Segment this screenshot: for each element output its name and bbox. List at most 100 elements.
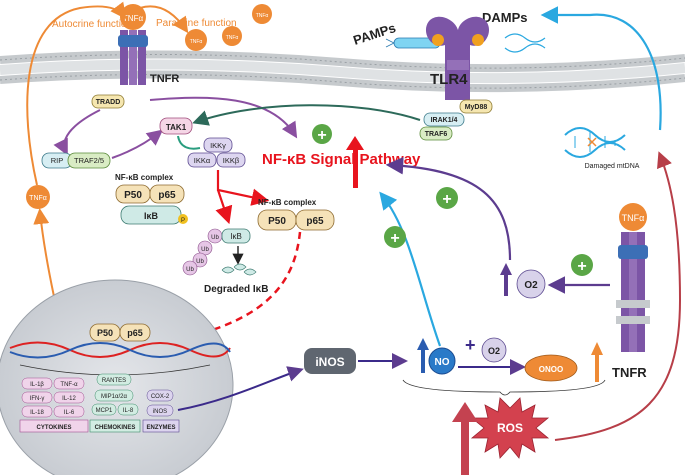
tlr4-label: TLR4 [430,71,468,88]
degraded-fragments [221,263,257,276]
autocrine-arrow [26,1,127,186]
o2-circle [516,269,546,299]
tak1-label: TAK1 [166,123,187,132]
tnfa-dot-1: TNFα [190,39,203,45]
plus-1: + [317,127,326,144]
chemokine-3: IL-8 [123,408,134,414]
pamps-label: PAMPs [351,20,397,48]
onoo-up-bar [595,352,599,382]
cytokines-group [19,419,89,433]
ikb-left-label: IκB [144,211,159,221]
ikka-label: IKKα [194,156,211,165]
onoo-up-head [591,342,603,355]
no-to-pathway-arrow [379,191,442,347]
onoo-label: ONOO [539,365,563,374]
ros-to-mtdna-arrow [554,151,682,441]
pathway-title-text: NF-κB Signal Pathway [262,151,421,168]
ikkg-box [203,137,233,153]
ros-up-bar [461,420,469,475]
p65-right-label: p65 [306,216,324,227]
degraded-ikb-label: Degraded IκB [204,284,268,295]
enzymes-to-inos-arrow [177,366,304,411]
traf6-label: TRAF6 [425,131,448,138]
tradd-label: TRADD [96,99,121,106]
chemokine-1: MIP1α/2α [101,394,127,400]
dna-strand-blue [9,342,231,359]
cytokines-group-label: CYTOKINES [37,425,72,431]
autocrine-label: Autocrine function [52,19,132,30]
plus-badge-3 [436,187,458,209]
mtdna-icon [564,127,626,158]
enzyme-0: COX-2 [151,394,170,400]
ikb-ub-box [221,228,251,244]
tnfr-top-label: TNFR [150,73,179,85]
nfkb-complex-right-label: NF-κB complex [258,198,317,207]
cell-membrane [0,50,685,93]
onoo-ellipse [524,354,578,382]
no-up-bar [421,347,425,373]
paracrine-label: Paracrine function [156,18,237,29]
ros-burst [470,397,550,459]
damps-label: DAMPs [482,10,528,25]
tlr4-receptor [425,16,490,100]
plus-2: + [390,230,399,247]
phospho-dot [178,214,188,224]
o2-up-head [500,263,512,275]
o2-small-label: O2 [488,346,500,356]
no-circle [428,347,456,375]
ikb-ub-label: IκB [230,232,242,241]
p50-nucleus-label: P50 [97,328,113,338]
ub-3: Ub [196,259,204,265]
irak-label: IRAK1/4 [431,117,458,124]
p50-left-label: P50 [124,190,142,201]
chemokines-group-label: CHEMOKINES [95,425,136,431]
no-up-head [417,338,429,350]
plus-badge-1 [312,124,332,144]
o2-label: O2 [524,280,538,291]
cytokine-4: IL-18 [30,410,44,416]
tnfa-dot-2: TNFα [226,35,239,41]
cytokine-5: IL-6 [64,410,75,416]
ub-2: Ub [201,247,209,253]
tnfr-right-receptor [616,203,650,352]
ikka-box [187,152,217,168]
inos-label: iNOS [315,355,344,369]
chemokine-0: RANTES [102,378,126,384]
nfkb-complex-left-label: NF-κB complex [115,173,174,182]
myd88-label: MyD88 [465,104,488,111]
ikkb-label: IKKβ [223,156,240,165]
pathway-title-line1: NF-κB Signal Pathway [262,151,421,168]
chemokine-pills [91,373,139,416]
tnfa-secreted [26,185,50,209]
paracrine-arrow [139,5,189,34]
p65-left-label: p65 [158,190,176,201]
ros-up-head [452,402,478,422]
traf25-box [67,152,111,169]
traf25-label: TRAF2/5 [74,156,104,165]
tnfa-top-receptor [118,4,148,85]
cytokine-1: TNF-α [60,382,78,388]
tradd-box [91,94,125,109]
ikk-to-ikb-arrow [215,189,233,225]
tnfa-top-label: TNFα [123,14,144,23]
o2-small-circle [481,337,507,363]
o2-up-bar [504,272,508,296]
tnfa-dot-3: TNFα [256,13,269,19]
pathway-up-bar [353,148,358,188]
ub-1: Ub [211,235,219,241]
enzyme-1: iNOS [153,409,167,415]
enzyme-pills [146,389,174,417]
p65-nucleus-box [119,323,151,342]
ros-label: ROS [497,421,523,435]
traf-to-tak1-arrow [111,129,164,159]
damp-dna-icon [504,33,546,53]
plus-no-o2: + [465,335,476,355]
no-label: NO [435,357,450,368]
tnfa-right-label: TNFα [622,213,645,223]
inos-box [304,348,356,374]
chemokine-2: MCP1 [96,408,113,414]
ubiquitin-chain [182,228,223,276]
cytokine-pills [21,377,85,418]
